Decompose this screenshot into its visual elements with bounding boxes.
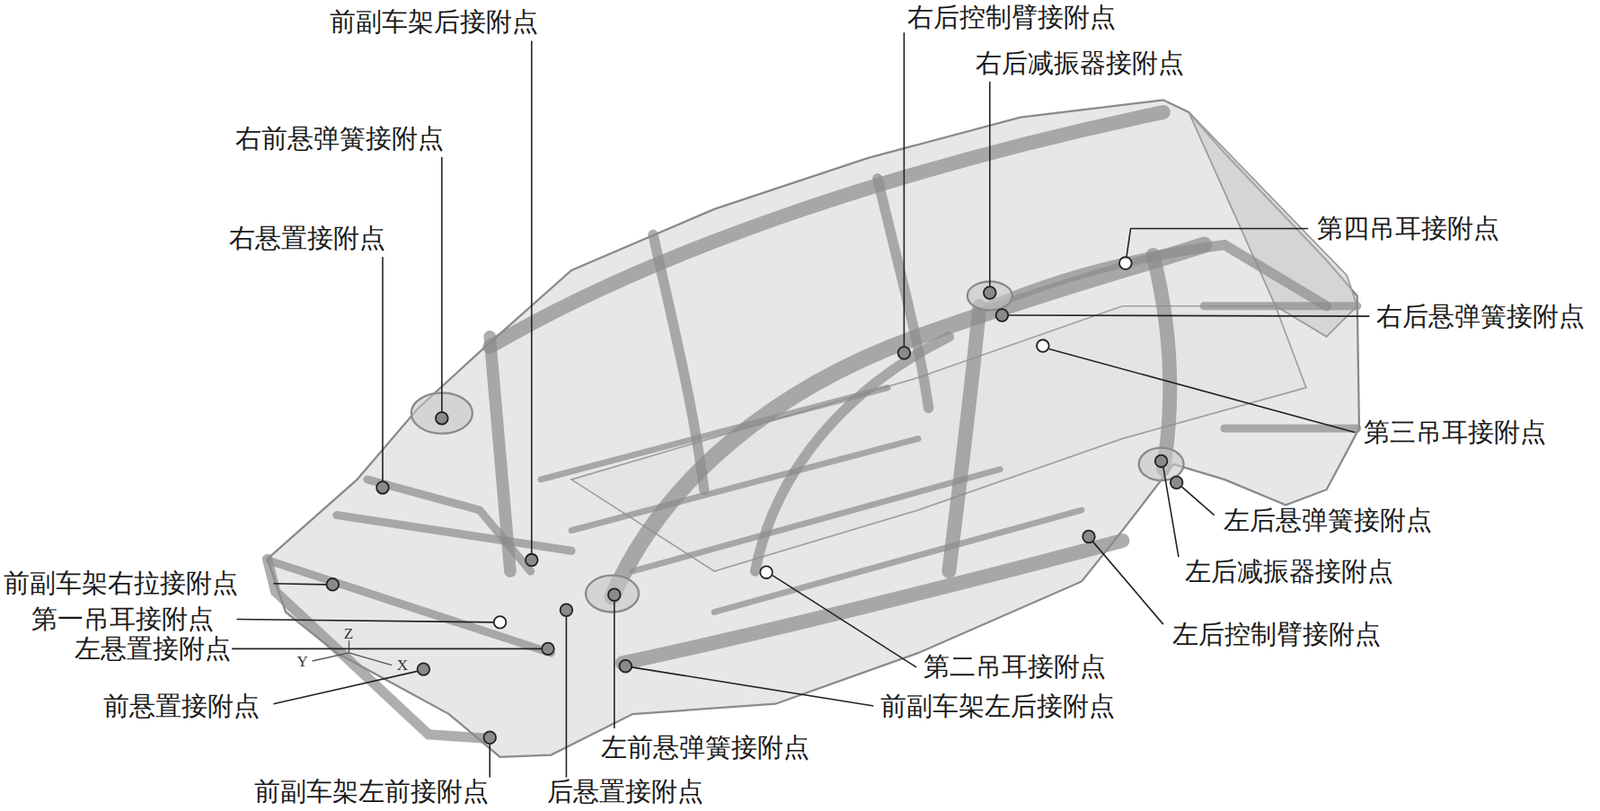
leader-lines xyxy=(226,32,1370,778)
callout-label: 右后减振器接附点 xyxy=(974,50,1185,77)
callout-label: 前副车架后接附点 xyxy=(328,8,540,36)
callout-label: 左后控制臂接附点 xyxy=(1171,621,1382,648)
body-shell xyxy=(267,99,1360,757)
callout-label: 左后减振器接附点 xyxy=(1184,558,1395,585)
axis-label: Y xyxy=(295,654,309,670)
callout-label: 右悬置接附点 xyxy=(228,225,387,252)
callout-label: 第二吊耳接附点 xyxy=(922,654,1107,681)
callout-label: 左后悬弹簧接附点 xyxy=(1222,507,1433,534)
shock-towers xyxy=(411,281,1185,612)
callout-label: 前副车架右拉接附点 xyxy=(2,570,239,597)
callout-label: 前副车架左后接附点 xyxy=(879,693,1116,720)
callout-label: 第一吊耳接附点 xyxy=(30,606,215,633)
callout-label: 左前悬弹簧接附点 xyxy=(600,734,811,761)
callout-label: 前悬置接附点 xyxy=(102,693,261,720)
callout-label: 后悬置接附点 xyxy=(546,778,705,805)
axis-label: Z xyxy=(343,626,354,642)
callout-label: 前副车架左前接附点 xyxy=(253,778,490,805)
callout-label: 右后悬弹簧接附点 xyxy=(1375,303,1586,330)
attachment-points xyxy=(326,256,1183,744)
callout-label: 第三吊耳接附点 xyxy=(1362,419,1547,446)
callout-label: 第四吊耳接附点 xyxy=(1316,215,1501,242)
callout-label: 右前悬弹簧接附点 xyxy=(234,125,445,152)
callout-label: 左悬置接附点 xyxy=(73,636,232,663)
axis-label: X xyxy=(396,657,409,673)
callout-label: 右后控制臂接附点 xyxy=(906,4,1117,31)
axis-triad xyxy=(312,640,393,665)
